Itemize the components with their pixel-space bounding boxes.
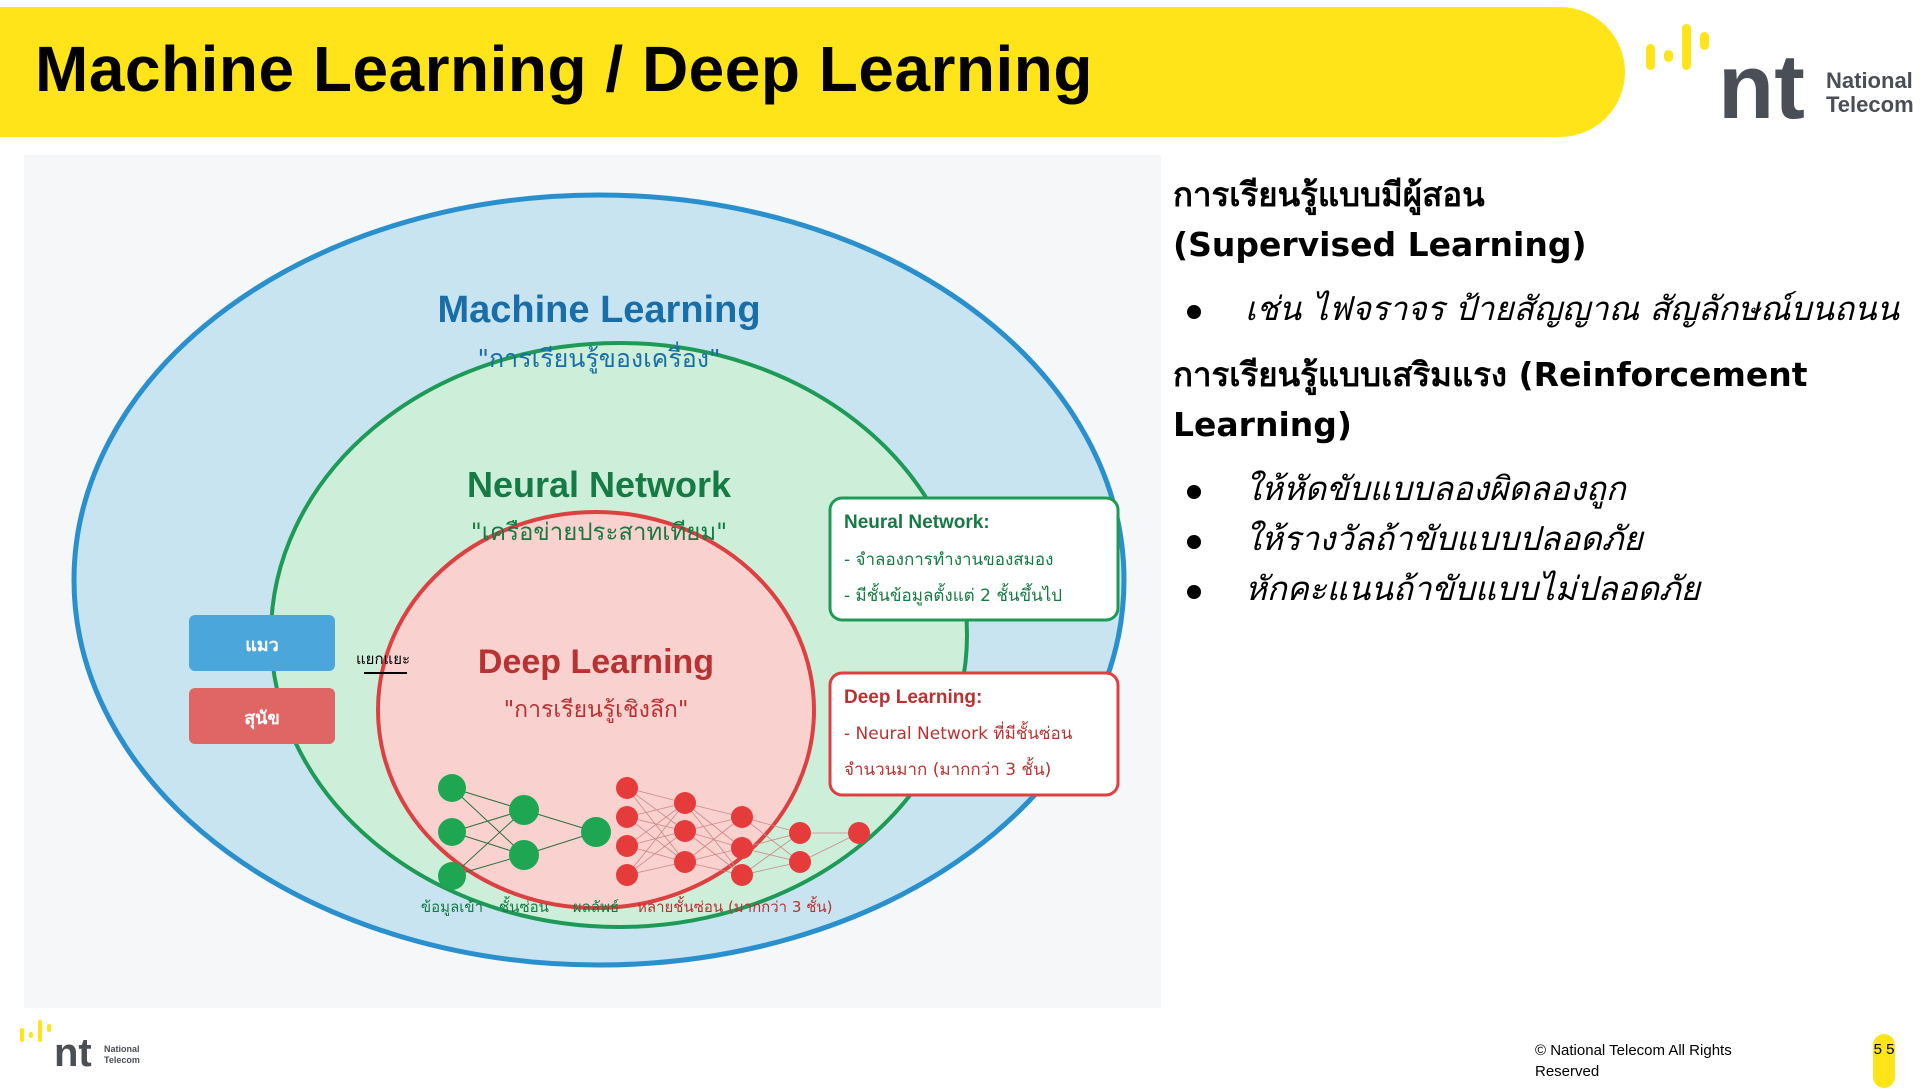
output-node [581,817,611,847]
hidden-node [509,795,539,825]
logo-name-line2: Telecom [104,1055,140,1065]
dl-info-box [828,671,1120,797]
layer-label-input: ข้อมูลเข้า [421,898,483,916]
ml-diagram: Machine Learning "การเรียนรู้ของเครื่อง"… [24,155,1161,1008]
deep-network-nodes [616,777,870,886]
classify-label: แยกแยะ [356,650,410,668]
header-bar [0,7,1625,137]
bullet-dot [1187,535,1201,549]
supervised-heading: การเรียนรู้แบบมีผู้สอน (Supervised Learn… [1173,170,1913,270]
nn-info-line2: - มีชั้นข้อมูลตั้งแต่ 2 ชั้นขึ้นไป [844,583,1062,606]
dog-label: สุนัข [244,708,280,730]
layer-label-hidden: ชั้นซ่อน [499,896,549,916]
nt-logo-footer: nt National Telecom [20,1020,140,1072]
supervised-heading-thai: การเรียนรู้แบบมีผู้สอน [1173,175,1485,214]
input-node [438,818,466,846]
list-item: เช่น ไฟจราจร ป้ายสัญญาณ สัญลักษณ์บนถนน [1173,284,1913,334]
deep-node [674,820,696,842]
logo-name-line1: National [104,1044,140,1054]
list-item: ให้หัดขับแบบลองผิดลองถูก [1173,464,1913,514]
logo-name-line2: Telecom [1826,92,1914,117]
bullet-dot [1187,485,1201,499]
nt-logo: nt National Telecom [1646,24,1914,130]
diagram-canvas: Machine Learning "การเรียนรู้ของเครื่อง"… [71,192,1127,968]
ml-subtitle: "การเรียนรู้ของเครื่อง" [478,341,721,374]
dl-title: Deep Learning [478,643,714,681]
copyright-text: © National Telecom All Rights Reserved [1535,1042,1732,1080]
deep-node [616,835,638,857]
reinforcement-heading: การเรียนรู้แบบเสริมแรง (Reinforcement Le… [1173,355,1808,444]
slide-title: Machine Learning / Deep Learning [35,33,1093,105]
deep-node [731,806,753,828]
nn-subtitle: "เครือข่ายประสาทเทียม" [471,518,727,546]
dog-box [189,688,335,744]
logo-mark: nt [1718,36,1805,130]
nn-info-box [828,496,1120,622]
dl-subtitle: "การเรียนรู้เชิงลึก" [504,697,689,723]
neural-network-nodes [438,774,611,890]
nn-info-title: Neural Network: [844,512,990,533]
bullet-dot [1187,305,1201,319]
dl-ellipse [376,510,816,910]
list-item: ให้รางวัลถ้าขับแบบปลอดภัย [1173,514,1913,564]
page-number-badge: 5 5 [1873,1034,1895,1088]
deep-node [616,806,638,828]
logo-name-line1: National [1826,68,1913,93]
deep-node [731,837,753,859]
learning-types-panel: การเรียนรู้แบบมีผู้สอน (Supervised Learn… [1173,170,1913,630]
input-node [438,774,466,802]
input-node [438,862,466,890]
deep-node [674,851,696,873]
supervised-heading-english: (Supervised Learning) [1173,225,1587,264]
dl-info-line2: จำนวนมาก (มากกว่า 3 ชั้น) [844,757,1051,780]
layer-label-output: ผลลัพธ์ [573,898,619,916]
cat-label: แมว [245,635,279,656]
hidden-node [509,840,539,870]
deep-node [616,864,638,886]
deep-node [616,777,638,799]
deep-node [789,822,811,844]
list-item: หักคะแนนถ้าขับแบบไม่ปลอดภัย [1173,564,1913,614]
cat-box [189,615,335,671]
supervised-bullets: เช่น ไฟจราจร ป้ายสัญญาณ สัญลักษณ์บนถนน [1173,284,1913,334]
nn-info-line1: - จำลองการทำงานของสมอง [844,550,1053,570]
reinforcement-bullets: ให้หัดขับแบบลองผิดลองถูก ให้รางวัลถ้าขับ… [1173,464,1913,614]
deep-node [789,851,811,873]
dl-info-line1: - Neural Network ที่มีชั้นซ่อน [844,721,1073,744]
ml-title: Machine Learning [437,289,760,331]
deep-output-node [848,822,870,844]
bullet-dot [1187,585,1201,599]
nn-title: Neural Network [467,464,732,505]
logo-signal-icon [20,1020,51,1042]
logo-mark: nt [54,1031,92,1072]
logo-signal-icon [1646,24,1709,70]
deep-node [731,864,753,886]
deep-node [674,792,696,814]
layer-label-many-hidden: หลายชั้นซ่อน (มากกว่า 3 ชั้น) [637,896,832,916]
dl-info-title: Deep Learning: [844,687,982,708]
